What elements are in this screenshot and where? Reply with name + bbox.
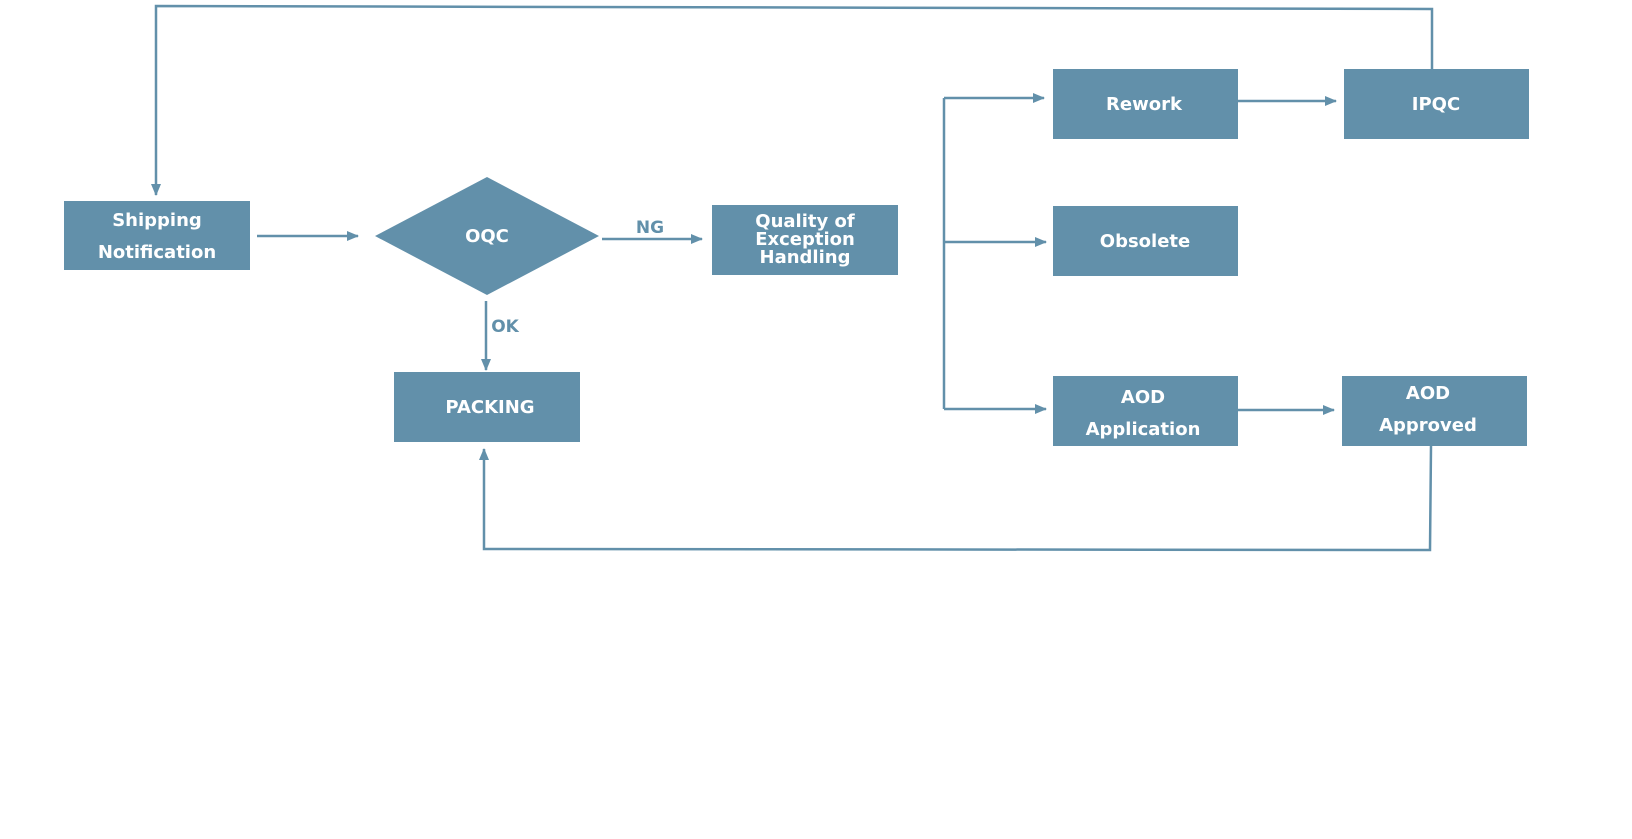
ipqc-label: IPQC [1412, 94, 1460, 115]
node-oqc-decision: OQC [375, 177, 599, 295]
edge-aod-approved-to-packing [479, 445, 1433, 552]
obsolete-box [1053, 206, 1238, 276]
rework-box [1053, 69, 1238, 139]
node-ipqc: IPQC [1344, 69, 1529, 139]
aod-application-box [1053, 376, 1238, 446]
node-shipping-notification: Shipping Notification [64, 201, 250, 270]
node-obsolete: Obsolete [1053, 206, 1238, 276]
quality-exception-label-line2: Exception [755, 229, 855, 250]
quality-exception-box [712, 205, 898, 275]
oqc-label: OQC [465, 226, 509, 247]
node-rework: Rework [1053, 69, 1238, 139]
ok-edge-label: OK [491, 317, 519, 337]
packing-box [394, 372, 580, 442]
obsolete-label: Obsolete [1100, 231, 1190, 252]
aod-approved-label-line1: AOD [1406, 383, 1450, 404]
node-aod-application: AOD Application [1053, 376, 1238, 446]
ng-edge-label: NG [636, 218, 664, 238]
aod-approved-label-line2: Approved [1379, 415, 1477, 436]
oqc-diamond [375, 177, 599, 295]
rework-label: Rework [1106, 94, 1183, 115]
quality-exception-label-line1: Quality of [755, 211, 855, 232]
ipqc-box [1344, 69, 1529, 139]
node-packing: PACKING [394, 372, 580, 442]
packing-label: PACKING [445, 397, 534, 418]
aod-approved-box [1342, 376, 1527, 446]
node-quality-exception-handling: Quality of Exception Handling [712, 205, 898, 275]
aod-application-label-line1: AOD [1121, 387, 1165, 408]
shipping-notification-label-line1: Shipping [112, 210, 202, 231]
aod-application-label-line2: Application [1086, 419, 1201, 440]
shipping-notification-label-line2: Notification [98, 242, 216, 263]
quality-exception-label-line3: Handling [760, 247, 851, 268]
edge-ipqc-to-shipping [151, 4, 1434, 196]
node-aod-approved: AOD Approved [1342, 376, 1527, 446]
shipping-notification-box [64, 201, 250, 270]
